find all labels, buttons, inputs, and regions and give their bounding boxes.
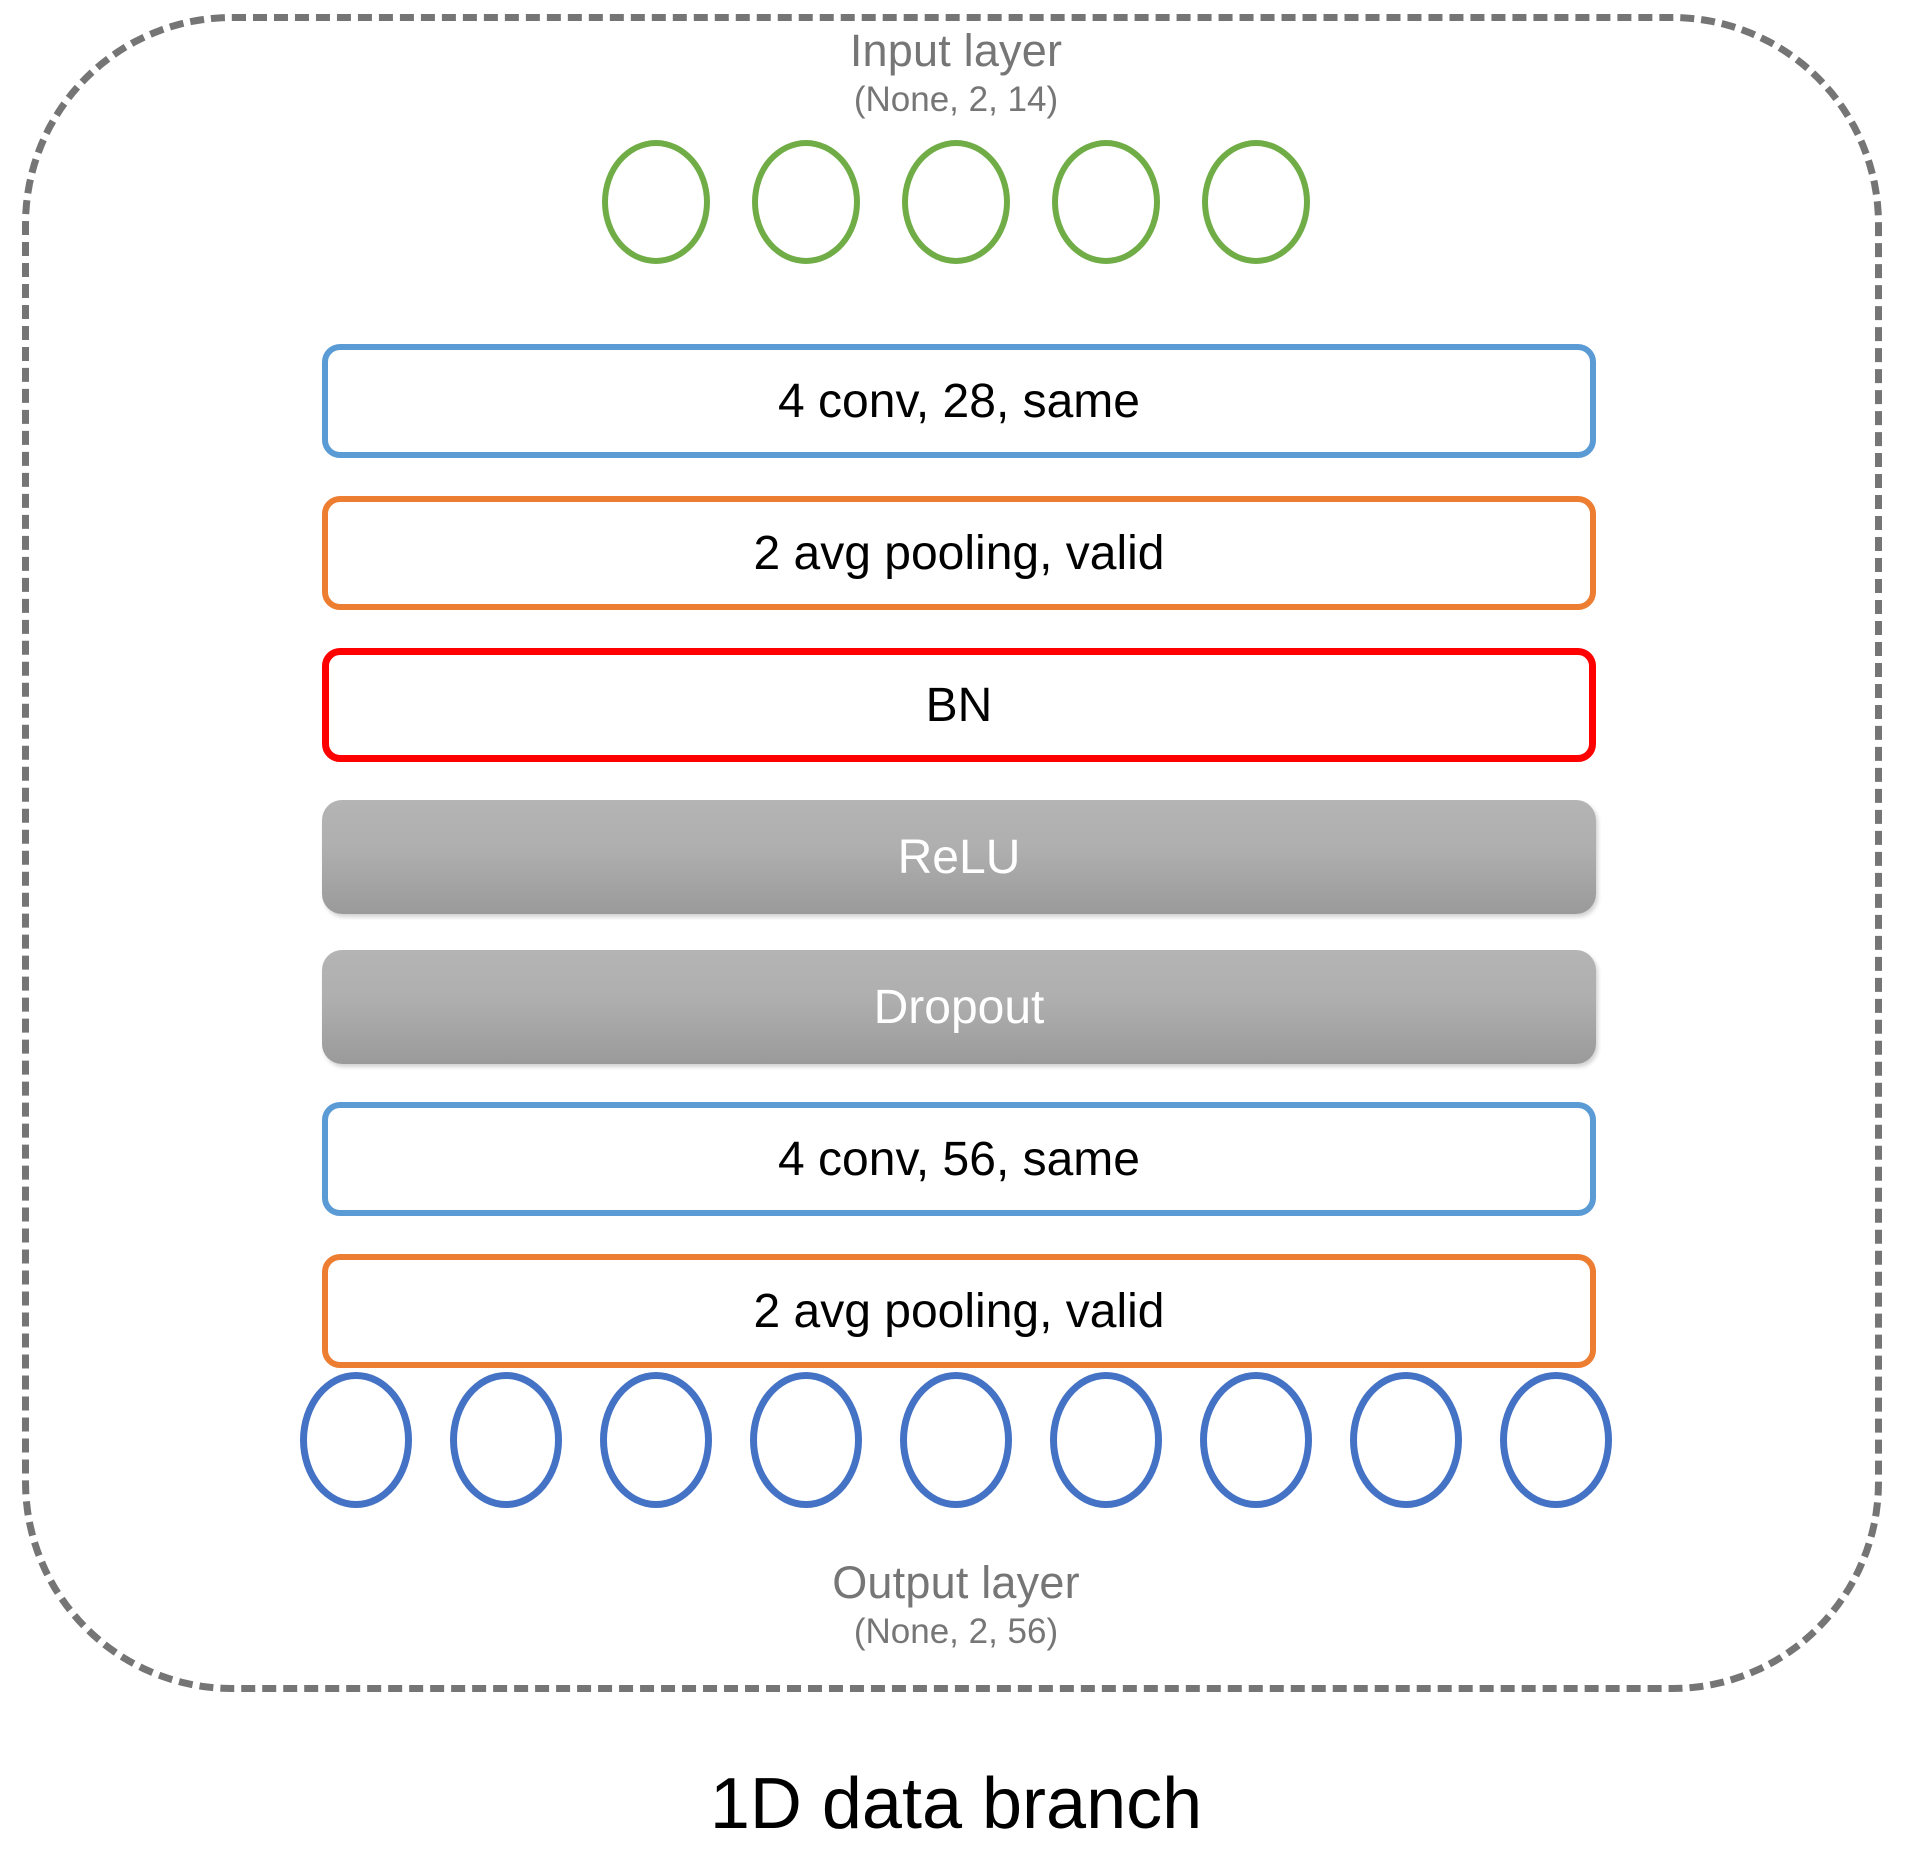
output-neuron-row bbox=[0, 1372, 1912, 1508]
input-neuron-row bbox=[0, 140, 1912, 264]
output-neuron bbox=[1350, 1372, 1462, 1508]
layer-bar-dropout: Dropout bbox=[322, 950, 1596, 1064]
layer-bar-conv-56: 4 conv, 56, same bbox=[322, 1102, 1596, 1216]
input-neuron bbox=[1202, 140, 1310, 264]
output-neuron bbox=[600, 1372, 712, 1508]
layer-bar-pool-2: 2 avg pooling, valid bbox=[322, 1254, 1596, 1368]
layer-stack: 4 conv, 28, same 2 avg pooling, valid BN… bbox=[322, 344, 1596, 1368]
figure-caption: 1D data branch bbox=[709, 1764, 1203, 1844]
output-neuron bbox=[1500, 1372, 1612, 1508]
output-neuron bbox=[900, 1372, 1012, 1508]
input-neuron bbox=[752, 140, 860, 264]
input-neuron bbox=[602, 140, 710, 264]
output-neuron bbox=[300, 1372, 412, 1508]
output-neuron bbox=[1050, 1372, 1162, 1508]
layer-bar-conv-28: 4 conv, 28, same bbox=[322, 344, 1596, 458]
input-neuron bbox=[902, 140, 1010, 264]
branch-container-outline bbox=[22, 14, 1882, 1692]
output-neuron bbox=[1200, 1372, 1312, 1508]
layer-bar-relu: ReLU bbox=[322, 800, 1596, 914]
output-neuron bbox=[450, 1372, 562, 1508]
layer-bar-pool-1: 2 avg pooling, valid bbox=[322, 496, 1596, 610]
input-neuron bbox=[1052, 140, 1160, 264]
layer-bar-bn: BN bbox=[322, 648, 1596, 762]
output-neuron bbox=[750, 1372, 862, 1508]
